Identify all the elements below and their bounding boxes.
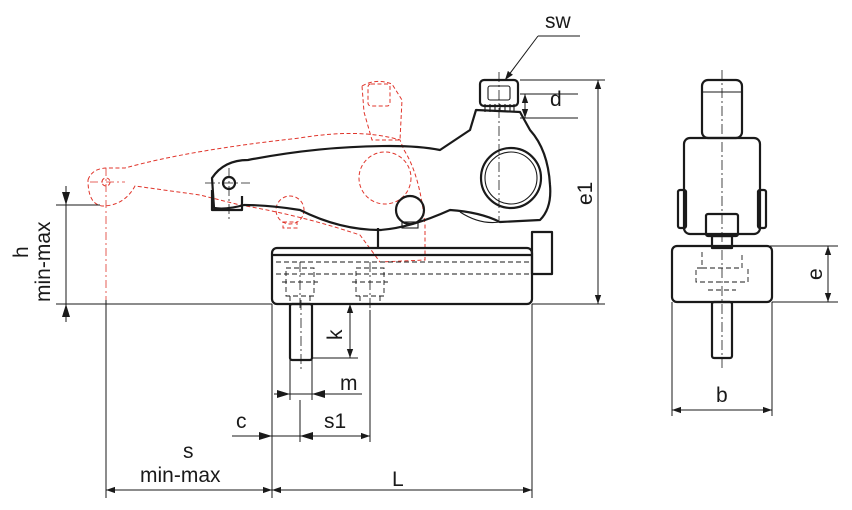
base-rail [270,228,554,310]
lever-tip-foot [210,190,244,212]
h-arrow-bottom [62,304,70,317]
dimension-s: s min-max [105,300,273,498]
L-label: L [392,468,404,491]
dimension-e1: e1 [520,79,605,305]
m-arrow-right [312,390,325,398]
m-arrow-left [277,390,290,398]
c-arrow-left [259,432,272,440]
lever-main-pivot-inner [484,151,538,205]
h-arrow-top [62,192,70,205]
front-view: e b [670,70,838,416]
h-range-label: min-max [32,221,55,302]
positioning-pin [288,300,314,372]
dimension-d: d [520,88,578,119]
c-label: c [236,410,247,433]
sw-label: sw [545,10,572,33]
dimension-m: m [274,360,362,400]
open-position-outline [87,80,426,300]
s1-label: s1 [324,410,346,433]
h-label: h [10,246,33,258]
m-label: m [340,372,358,395]
dimension-b: b [671,302,773,416]
d-label: d [550,88,562,111]
dimension-s1: s1 [299,310,371,442]
side-view: sw d e1 h min-max k [10,10,605,498]
clamping-screw [478,72,520,220]
lever-link-pivot [394,194,426,226]
front-lever-side-left [676,188,688,230]
open-mid-pivot-pin [282,221,298,229]
lever-link-pin [401,221,419,229]
e-label: e [804,268,827,280]
lever-body [210,108,552,232]
open-pivot-circle [358,151,412,205]
open-handle-knurl [367,83,391,107]
dimension-sw: sw [504,10,580,81]
clamp-lever [205,108,552,232]
s-range-label: min-max [140,464,221,487]
base-end-block [530,230,554,276]
dimension-c: c [232,304,313,442]
k-label: k [324,329,347,340]
base-body [270,246,534,306]
open-lever-outline [87,132,426,263]
screw-thread-marks [484,104,515,112]
lever-arm-inner-contour [459,211,501,224]
lever-main-pivot [479,146,543,210]
dimension-L: L [272,304,533,498]
b-label: b [716,384,728,407]
front-lever-side-right [756,188,768,230]
s-label: s [183,440,194,463]
dimension-h: h min-max [10,186,272,322]
e1-label: e1 [574,182,597,205]
open-mid-pivot [275,195,305,225]
dimension-k: k [312,303,358,359]
sw-arrow-line [504,35,539,81]
dimension-e: e [770,245,838,303]
